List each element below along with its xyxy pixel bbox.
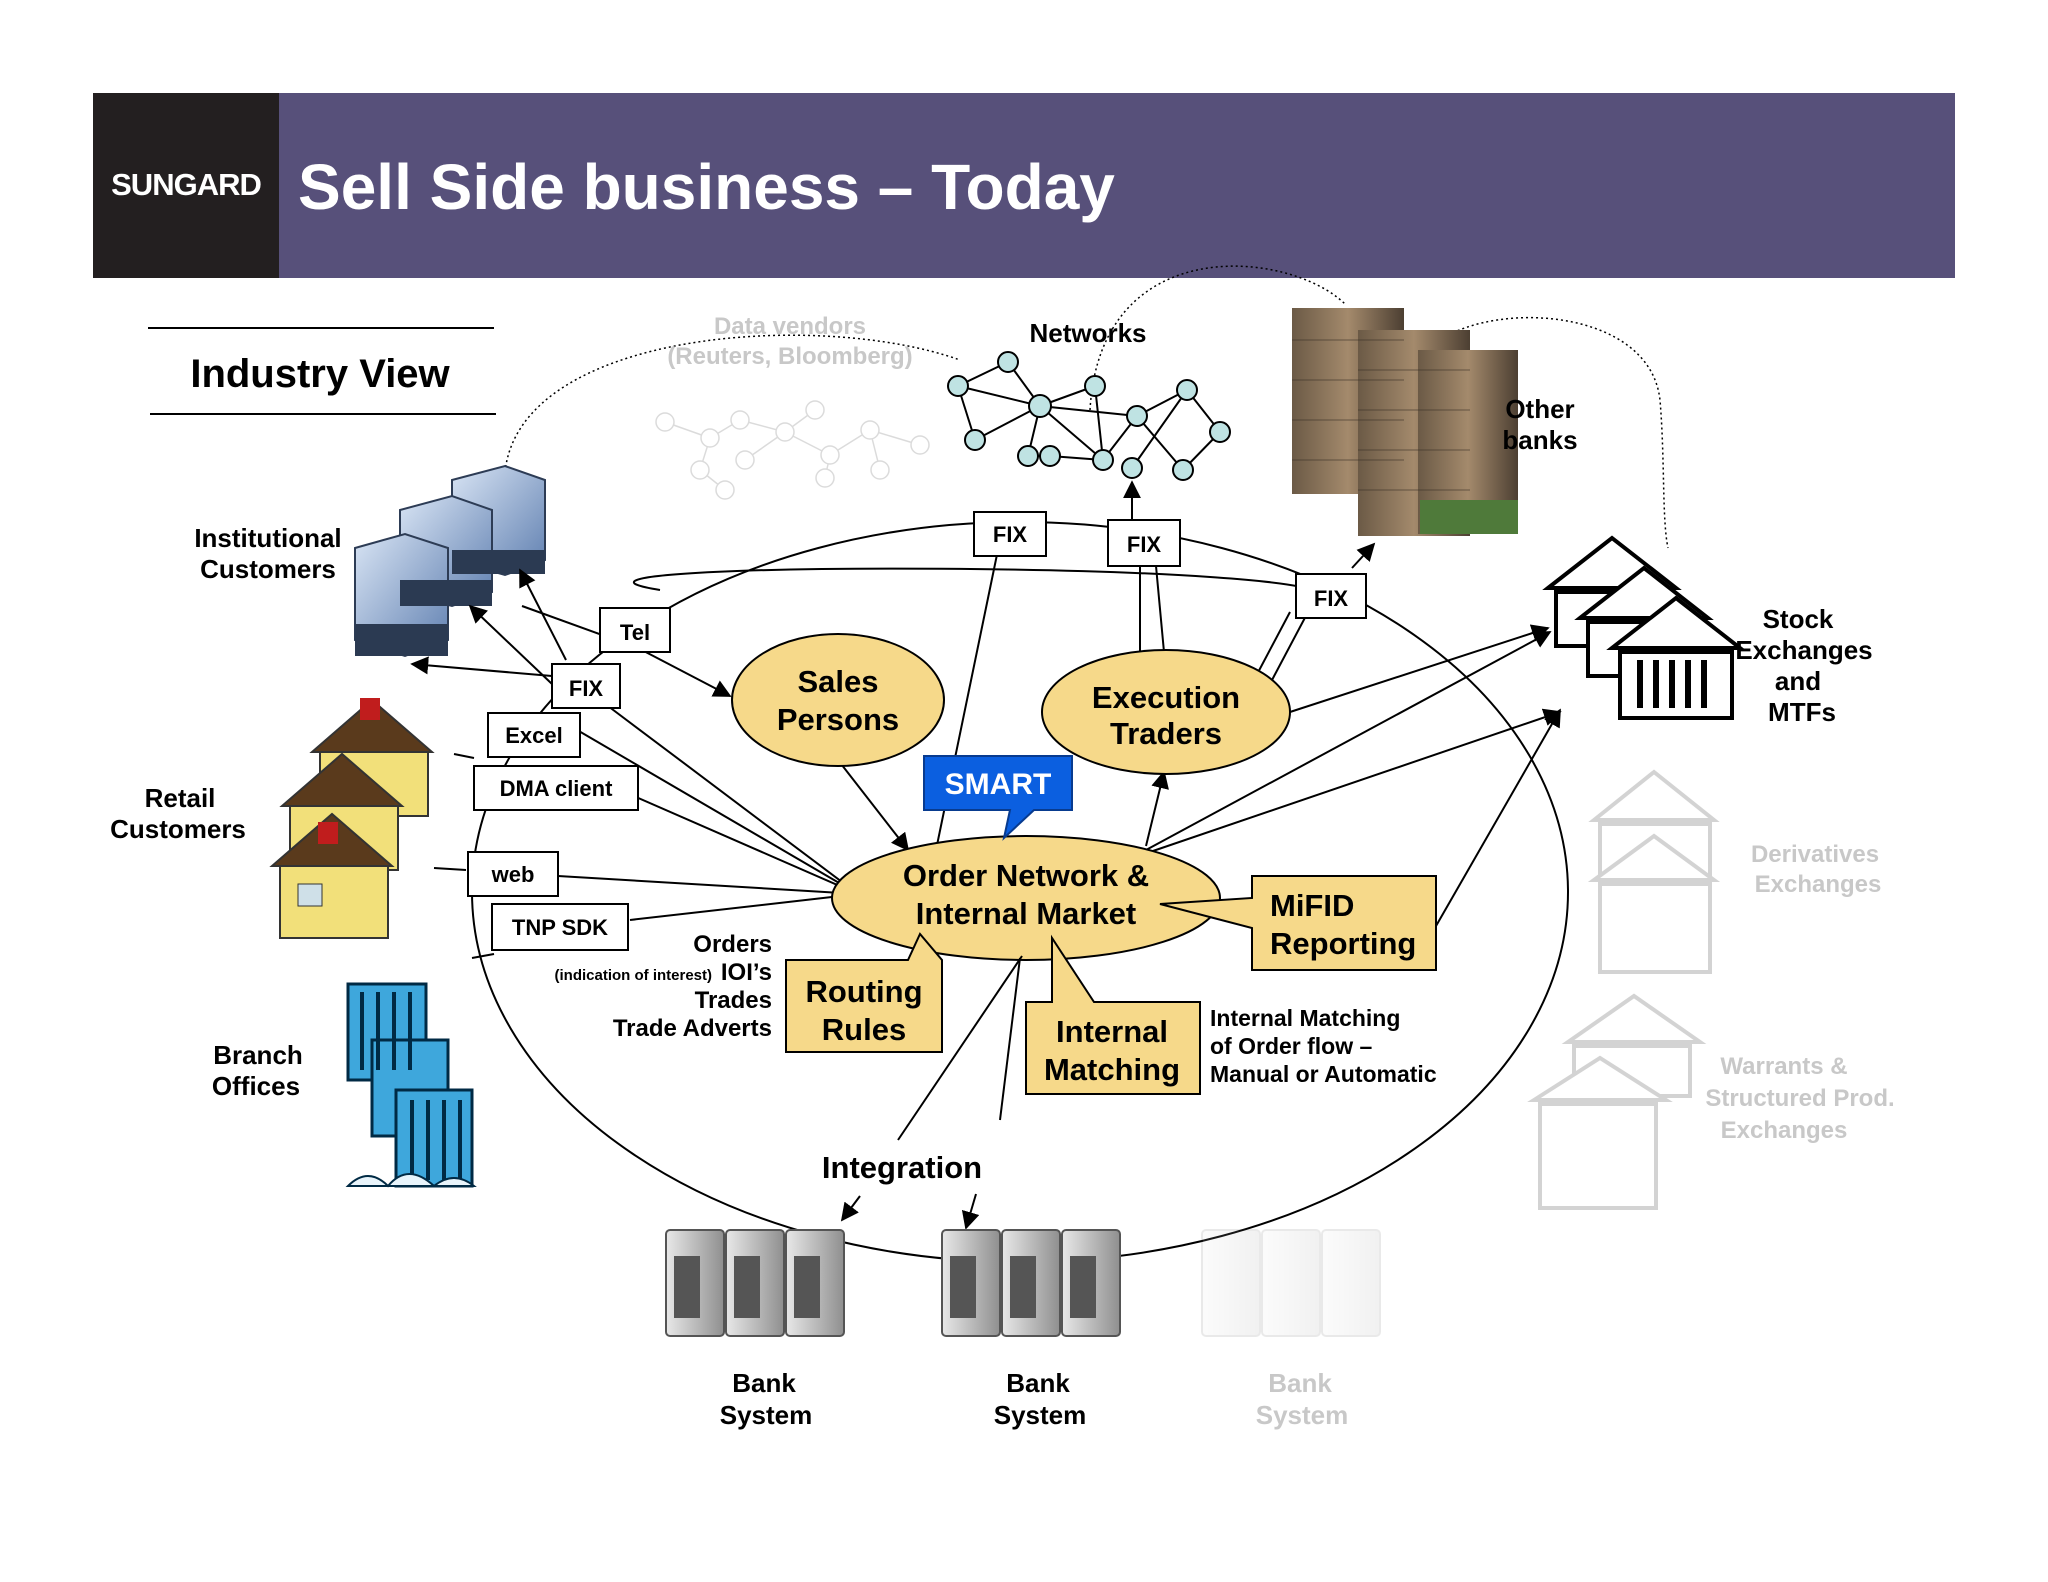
svg-text:Internal Market: Internal Market	[916, 896, 1137, 931]
sungard-logo: SUNGARD	[93, 93, 279, 278]
svg-text:Tel: Tel	[620, 620, 650, 645]
title-bar	[93, 93, 1955, 278]
fix-box-1: FIX	[973, 511, 1047, 557]
fix-box-2: FIX	[1107, 519, 1181, 567]
bank-system-3-label-2: System	[1256, 1400, 1349, 1430]
svg-text:MiFID: MiFID	[1270, 888, 1354, 923]
derivatives-exchange-icon	[1587, 769, 1721, 974]
internal-matching-callout: Internal Matching	[1025, 934, 1201, 1095]
networks-label: Networks	[1029, 318, 1146, 348]
svg-text:FIX: FIX	[1127, 532, 1162, 557]
industry-view-label: Industry View	[190, 352, 450, 396]
order-network-node: Order Network & Internal Market	[831, 835, 1221, 961]
branch-offices-icon	[345, 982, 477, 1188]
bank-system-2-label-1: Bank	[1006, 1368, 1070, 1398]
fix-box-3: FIX	[1295, 573, 1367, 619]
derivatives-label-1: Derivatives	[1751, 841, 1879, 868]
other-banks-label-1: Other	[1505, 394, 1574, 424]
warrants-label-3: Exchanges	[1721, 1117, 1848, 1144]
flow-trades: Trades	[695, 987, 772, 1014]
bank-system-2-label-2: System	[994, 1400, 1087, 1430]
data-vendors-label-2: (Reuters, Bloomberg)	[667, 343, 912, 370]
svg-text:Matching: Matching	[1044, 1052, 1180, 1087]
svg-text:Order Network &: Order Network &	[903, 858, 1149, 893]
svg-text:Excel: Excel	[505, 723, 563, 748]
institutional-customers-icon	[354, 464, 546, 658]
institutional-label-2: Customers	[200, 554, 336, 584]
warrants-exchange-icon	[1527, 993, 1707, 1210]
bank-system-servers-1	[665, 1229, 845, 1337]
svg-text:FIX: FIX	[1314, 586, 1349, 611]
svg-text:FIX: FIX	[569, 676, 604, 701]
execution-traders-node: Execution Traders	[1041, 649, 1291, 775]
channel-fix: FIX	[551, 663, 621, 709]
smart-label: SMART	[945, 768, 1052, 801]
banks-to-exchange-arc	[1439, 317, 1669, 549]
vendor-arc	[504, 334, 961, 473]
channel-dma-client: DMA client	[473, 765, 639, 811]
industry-view-heading: Industry View	[148, 327, 496, 415]
svg-text:Reporting: Reporting	[1270, 926, 1416, 961]
svg-text:Internal: Internal	[1056, 1014, 1168, 1049]
flow-iois: IOI’s	[721, 959, 772, 986]
customer-connectors	[410, 568, 860, 959]
networks-graph	[947, 351, 1231, 481]
warrants-label-1: Warrants &	[1720, 1053, 1847, 1080]
flow-trade-adverts: Trade Adverts	[613, 1015, 772, 1042]
mifid-reporting-callout: MiFID Reporting	[1159, 875, 1437, 971]
internal-matching-note-1: Internal Matching	[1210, 1005, 1400, 1031]
derivatives-label-2: Exchanges	[1755, 871, 1882, 898]
flow-indication: (indication of interest)	[555, 967, 713, 984]
branch-label-1: Branch	[213, 1040, 303, 1070]
integration-label: Integration	[822, 1150, 982, 1185]
stock-exchange-icon	[1542, 535, 1746, 720]
channel-web: web	[467, 851, 559, 897]
page-title: Sell Side business – Today	[298, 151, 1115, 223]
warrants-label-2: Structured Prod.	[1705, 1085, 1894, 1112]
logo-text: SUNGARD	[111, 167, 262, 202]
svg-text:Persons: Persons	[777, 702, 899, 737]
bank-system-1-label-1: Bank	[732, 1368, 796, 1398]
stock-exchanges-label-2: Exchanges	[1735, 635, 1872, 665]
bank-system-servers-3	[1201, 1229, 1381, 1337]
stock-exchanges-label-3: and	[1775, 666, 1821, 696]
svg-text:Rules: Rules	[822, 1012, 906, 1047]
svg-text:Execution: Execution	[1092, 680, 1240, 715]
svg-text:Traders: Traders	[1110, 716, 1222, 751]
retail-label-1: Retail	[145, 783, 216, 813]
stock-exchanges-label-1: Stock	[1763, 604, 1834, 634]
bank-system-servers-2	[941, 1229, 1121, 1337]
other-banks-label-2: banks	[1502, 425, 1577, 455]
internal-matching-note-2: of Order flow –	[1210, 1033, 1373, 1059]
sales-persons-node: Sales Persons	[731, 633, 945, 767]
institutional-label-1: Institutional	[194, 523, 341, 553]
branch-label-2: Offices	[212, 1071, 300, 1101]
retail-customers-icon	[269, 698, 435, 939]
internal-matching-note-3: Manual or Automatic	[1210, 1061, 1437, 1087]
channel-excel: Excel	[487, 712, 581, 758]
svg-text:Routing: Routing	[805, 974, 922, 1009]
data-vendors-network	[655, 400, 930, 500]
retail-label-2: Customers	[110, 814, 246, 844]
stock-exchanges-label-4: MTFs	[1768, 697, 1836, 727]
svg-text:web: web	[491, 862, 535, 887]
svg-text:TNP SDK: TNP SDK	[512, 915, 608, 940]
svg-text:FIX: FIX	[993, 522, 1028, 547]
bank-system-1-label-2: System	[720, 1400, 813, 1430]
flow-orders: Orders	[693, 931, 772, 958]
data-vendors-label-1: Data vendors	[714, 313, 866, 340]
svg-text:Sales: Sales	[797, 664, 878, 699]
channel-tel: Tel	[599, 607, 671, 653]
smart-callout: SMART	[923, 755, 1073, 841]
other-banks-image	[1292, 308, 1518, 536]
channel-tnp-sdk: TNP SDK	[491, 903, 629, 951]
bank-system-3-label-1: Bank	[1268, 1368, 1332, 1398]
svg-text:DMA client: DMA client	[500, 776, 614, 801]
routing-rules-callout: Routing Rules	[785, 932, 943, 1053]
